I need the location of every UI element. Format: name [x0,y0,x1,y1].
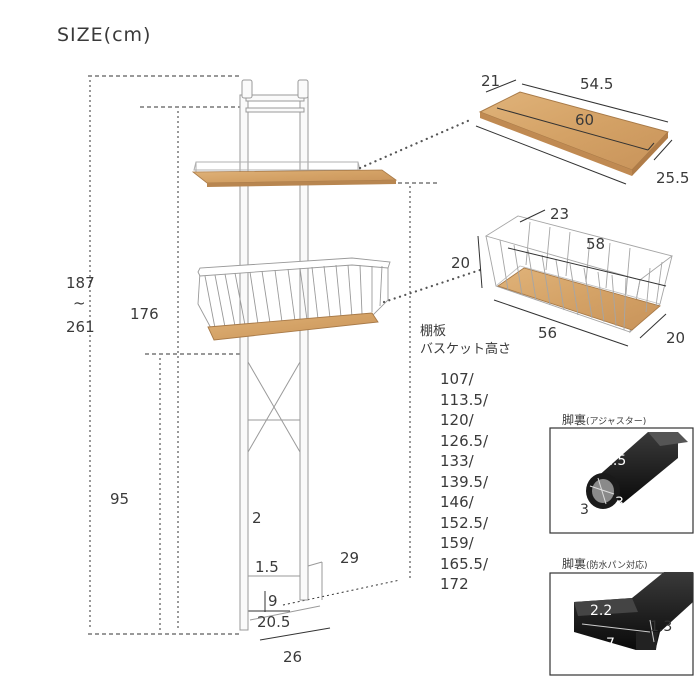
shelf-detail [475,79,673,185]
shelf-depth-right: 25.5 [656,169,690,187]
basket-height-item: 165.5/ [440,554,488,573]
basket-height-note-line1: 棚板 [420,324,447,339]
foot-height: 1.5 [255,558,279,576]
waterproof-inset-title: 脚裏(防水パン対応) [562,558,648,571]
basket-height-item: 120/ [440,411,474,429]
basket-height-item: 172 [440,575,469,593]
adjuster-dim-1: 1.5 [604,453,627,469]
basket-depth-top: 23 [550,205,570,223]
waterproof-dim-2: 7 [606,636,615,652]
foot-depth: 29 [340,549,360,567]
shelf-width-full: 60 [575,111,595,129]
basket-width-bottom: 56 [538,324,558,342]
waterproof-title-sub: (防水パン対応) [586,561,648,571]
total-depth: 26 [283,648,303,666]
basket-height-item: 126.5/ [440,431,488,450]
rack-shelf [191,161,398,187]
inset-waterproof-box [549,572,694,676]
lower-height: 95 [110,490,130,508]
adjuster-title-sub: (アジャスター) [586,417,647,427]
basket-height-list: 107/ 113.5/ 120/ 126.5/ 133/ 139.5/ 146/… [440,369,488,595]
basket-detail [477,209,674,347]
inset-adjuster-box [549,427,694,534]
shelf-width-top: 54.5 [580,75,614,93]
basket-width-inner: 58 [586,235,606,253]
basket-height-item: 107/ [440,370,474,388]
post-height: 176 [130,305,159,323]
waterproof-dim-1: 2.2 [590,603,613,619]
waterproof-dim-3: 1.3 [650,619,673,635]
adjuster-dim-3: 3 [615,495,624,511]
waterproof-title-main: 脚裏 [562,557,587,571]
basket-height: 20 [451,254,471,272]
basket-height-note-line2: バスケット高さ [420,342,512,357]
leader-lines [358,118,482,304]
height-range-max: 261 [66,318,95,336]
adjuster-dim-2: 3 [580,502,589,518]
basket-height-item: 113.5/ [440,390,488,409]
basket-height-item: 159/ [440,534,474,552]
basket-height-item: 152.5/ [440,513,488,532]
rack-basket [197,257,391,341]
adjuster-inset-title: 脚裏(アジャスター) [562,414,646,427]
basket-height-item: 146/ [440,493,474,511]
height-range-tilde: ~ [73,294,86,312]
basket-depth-bottom: 20 [666,329,686,347]
rack-frame [239,79,323,631]
foot-width: 20.5 [257,613,291,631]
height-range-min: 187 [66,274,95,292]
adjuster-title-main: 脚裏 [562,413,587,427]
basket-height-item: 133/ [440,452,474,470]
basket-height-item: 139.5/ [440,472,488,491]
dimension-lines [88,75,440,641]
foot-gap: 9 [268,592,278,610]
shelf-depth-left: 21 [481,72,501,90]
page-title: SIZE(cm) [57,24,152,46]
tube-width: 2 [252,509,262,527]
